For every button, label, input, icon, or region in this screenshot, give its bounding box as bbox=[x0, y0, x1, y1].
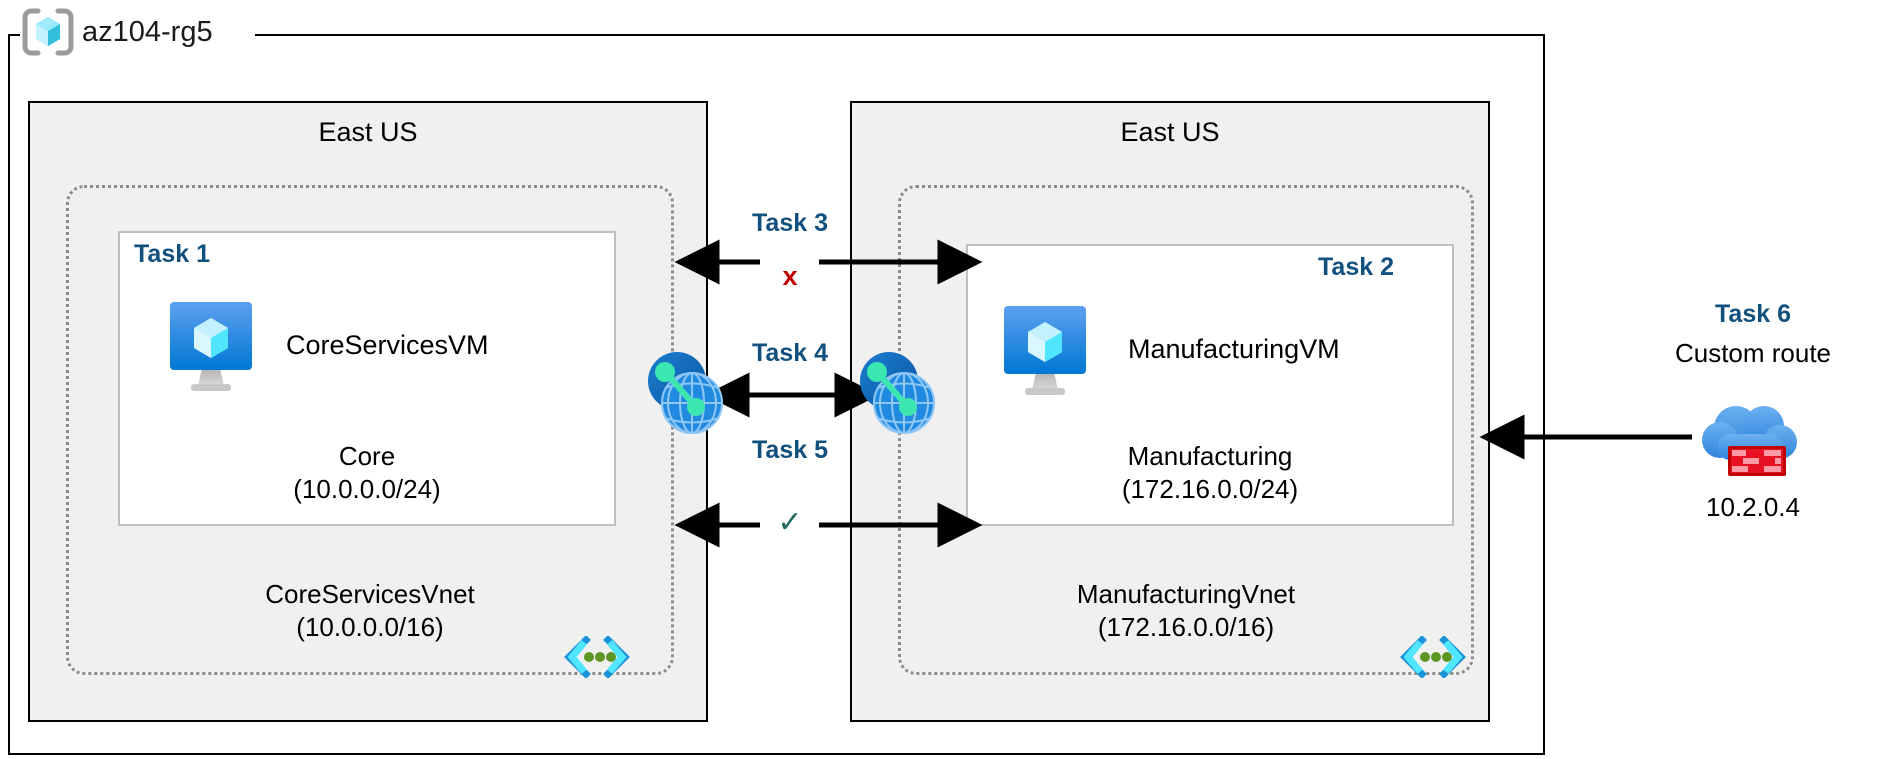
region-title-left: East US bbox=[318, 117, 418, 147]
vnet-coreservices-cidr: (10.0.0.0/16) bbox=[296, 612, 444, 643]
subnet-manufacturing-label: Manufacturing (172.16.0.0/24) bbox=[966, 440, 1454, 507]
subnet-manufacturing-name: Manufacturing bbox=[1127, 441, 1293, 471]
task-badge-3: Task 3 bbox=[752, 209, 828, 237]
vnet-coreservices-label: CoreServicesVnet (10.0.0.0/16) bbox=[66, 578, 674, 645]
task-badge-4: Task 4 bbox=[752, 339, 828, 367]
subnet-core-name: Core bbox=[338, 441, 396, 471]
virtual-machine-icon bbox=[992, 296, 1098, 402]
subnet-icon bbox=[1398, 635, 1468, 679]
task-badge-1: Task 1 bbox=[134, 240, 210, 268]
task-badge-2: Task 2 bbox=[1318, 253, 1394, 281]
vm-name-manufacturing: ManufacturingVM bbox=[1128, 334, 1340, 364]
custom-route-ip: 10.2.0.4 bbox=[1706, 492, 1800, 522]
region-title-right: East US bbox=[1120, 117, 1220, 147]
subnet-manufacturing-cidr: (172.16.0.0/24) bbox=[1121, 474, 1299, 505]
vnet-manufacturing-label: ManufacturingVnet (172.16.0.0/16) bbox=[898, 578, 1474, 645]
firewall-cloud-icon bbox=[1692, 398, 1814, 484]
vnet-coreservices-name: CoreServicesVnet bbox=[265, 579, 475, 609]
virtual-machine-icon bbox=[158, 292, 264, 398]
task-badge-6: Task 6 bbox=[1715, 300, 1791, 328]
vnet-manufacturing-cidr: (172.16.0.0/16) bbox=[1097, 612, 1275, 643]
custom-route-label: Custom route bbox=[1674, 338, 1832, 368]
blocked-x-icon: x bbox=[782, 261, 798, 291]
allowed-check-icon: ✓ bbox=[777, 506, 803, 539]
vnet-manufacturing-name: ManufacturingVnet bbox=[1076, 579, 1296, 609]
vm-name-coreservices: CoreServicesVM bbox=[286, 330, 489, 360]
subnet-core-cidr: (10.0.0.0/24) bbox=[293, 474, 441, 505]
task-badge-5: Task 5 bbox=[752, 436, 828, 464]
vnet-peering-icon bbox=[852, 348, 944, 440]
vnet-coreservices bbox=[66, 185, 674, 675]
subnet-core-label: Core (10.0.0.0/24) bbox=[118, 440, 616, 507]
subnet-icon bbox=[562, 635, 632, 679]
resource-group-name: az104-rg5 bbox=[82, 15, 213, 48]
resource-group-header: az104-rg5 bbox=[22, 8, 213, 56]
vnet-peering-icon bbox=[640, 348, 732, 440]
azure-resource-group-icon bbox=[22, 8, 74, 56]
